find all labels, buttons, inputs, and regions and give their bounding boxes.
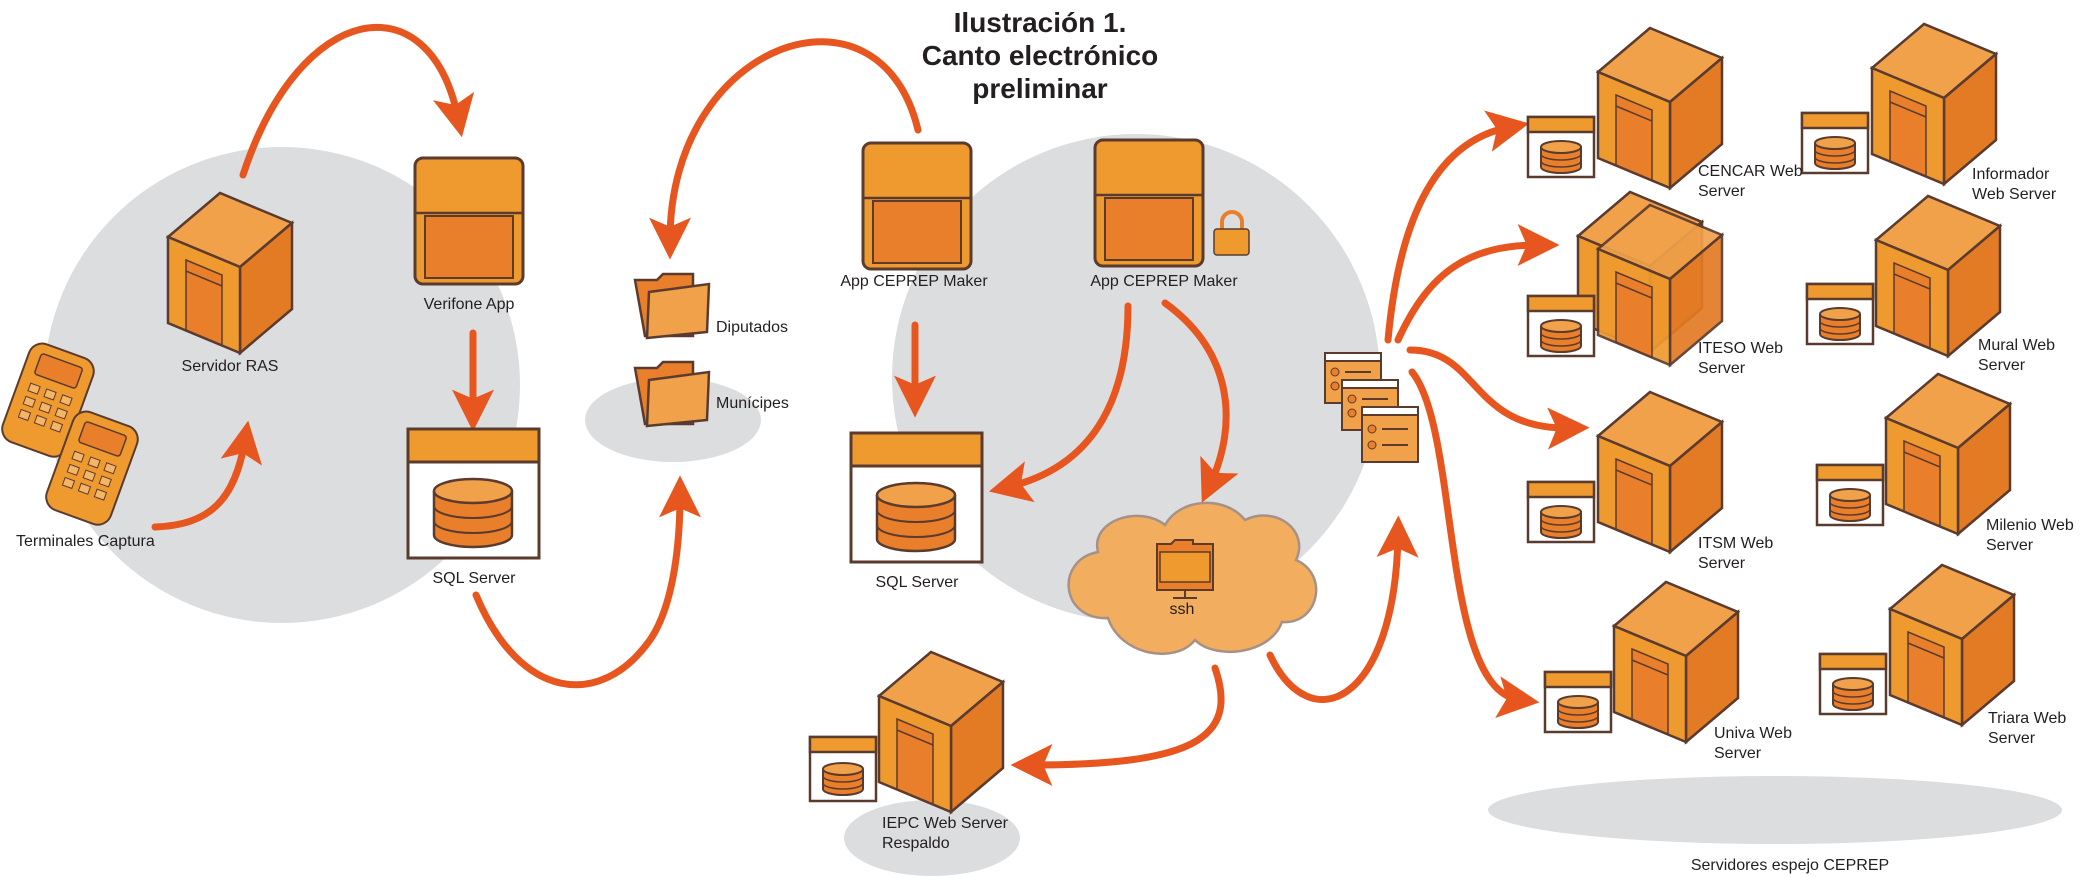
title-line-1: Ilustración 1. bbox=[953, 7, 1127, 38]
servers bbox=[165, 22, 2017, 815]
label-univa-line-2: Server bbox=[1714, 745, 1762, 762]
server-icon-iepc bbox=[876, 650, 1006, 815]
label-univa-line-1: Univa Web bbox=[1714, 725, 1792, 742]
label-mural-line-2: Server bbox=[1978, 357, 2026, 374]
database-icon-iteso bbox=[1526, 294, 1596, 358]
label-itsm-line-1: ITSM Web bbox=[1698, 535, 1774, 552]
label-informador-line-2: Web Server bbox=[1972, 186, 2057, 203]
title-line-2: Canto electrónico bbox=[921, 40, 1159, 71]
label-mural: Mural Web Server bbox=[1978, 336, 2055, 376]
label-itsm: ITSM Web Server bbox=[1698, 534, 1773, 574]
application-window-icon-verifone bbox=[413, 156, 525, 286]
arrow-docs-to-itsm bbox=[1406, 346, 1590, 450]
folder-icon-diputados bbox=[633, 272, 711, 340]
server-icon-cencar bbox=[1595, 26, 1725, 191]
arrow-docs-to-univa bbox=[1408, 368, 1540, 718]
mirror-servers-zone bbox=[1488, 776, 2062, 844]
connection-arrows bbox=[151, 23, 1590, 786]
label-cencar: CENCAR Web Server bbox=[1698, 162, 1803, 202]
label-app-maker-2: App CEPREP Maker bbox=[1090, 273, 1238, 290]
label-ssh: ssh bbox=[1169, 601, 1195, 618]
folder-icon-municipes bbox=[633, 360, 711, 428]
label-app-maker-1: App CEPREP Maker bbox=[840, 273, 988, 290]
label-cencar-line-1: CENCAR Web bbox=[1698, 163, 1803, 180]
arrow-maker2-to-ssh bbox=[1161, 299, 1239, 503]
label-servidor-ras: Servidor RAS bbox=[181, 358, 279, 375]
server-icon-mural bbox=[1873, 194, 2003, 359]
database-icon-mural bbox=[1805, 282, 1875, 346]
server-icon-informador bbox=[1869, 22, 1999, 187]
label-sql-server-1: SQL Server bbox=[432, 570, 516, 587]
database-icon bbox=[432, 477, 514, 549]
arrow-terminals-to-ras bbox=[151, 420, 263, 531]
label-triara-line-2: Server bbox=[1988, 730, 2036, 747]
document-stack-icon bbox=[1324, 352, 1419, 463]
label-iepc: IEPC Web Server Respaldo bbox=[882, 814, 1008, 854]
arrow-sql-to-folders bbox=[472, 475, 701, 689]
server-icon-univa bbox=[1611, 580, 1741, 745]
label-servidores-espejo: Servidores espejo CEPREP bbox=[1690, 857, 1890, 874]
database-window-icons bbox=[808, 111, 1888, 803]
ssh-terminal-icon bbox=[1156, 539, 1214, 599]
sql-server-window-2 bbox=[849, 431, 984, 564]
label-iteso-line-2: Server bbox=[1698, 360, 1746, 377]
server-icon-triara bbox=[1887, 563, 2017, 728]
label-iteso-line-1: ITESO Web bbox=[1698, 340, 1784, 357]
server-icon-itsm bbox=[1595, 390, 1725, 555]
arrow-maker2-to-sql bbox=[988, 302, 1132, 503]
label-sql-server-2: SQL Server bbox=[875, 574, 959, 591]
diagram-title: Ilustración 1. Canto electrónico prelimi… bbox=[922, 6, 1158, 105]
label-mural-line-1: Mural Web bbox=[1978, 337, 2056, 354]
label-triara-line-1: Triara Web bbox=[1988, 710, 2067, 727]
arrow-ras-to-verifone bbox=[239, 23, 475, 179]
label-milenio-line-2: Server bbox=[1986, 537, 2034, 554]
label-cencar-line-2: Server bbox=[1698, 183, 1746, 200]
database-icon-cencar bbox=[1526, 115, 1596, 179]
label-itsm-line-2: Server bbox=[1698, 555, 1746, 572]
label-iepc-line-2: Respaldo bbox=[882, 835, 950, 852]
application-window-icon-maker-1 bbox=[861, 141, 973, 271]
payment-terminal-icon bbox=[1, 342, 139, 526]
database-icon-univa bbox=[1543, 670, 1613, 734]
title-line-3: preliminar bbox=[972, 73, 1108, 104]
arrow-maker-to-folders bbox=[649, 38, 922, 260]
arrow-ssh-to-documents bbox=[1266, 515, 1419, 703]
database-icon-itsm bbox=[1526, 480, 1596, 544]
label-informador-line-1: Informador bbox=[1972, 166, 2050, 183]
label-univa: Univa Web Server bbox=[1714, 724, 1792, 764]
database-icon bbox=[875, 481, 957, 553]
application-window-icon-maker-2 bbox=[1093, 138, 1205, 268]
arrow-docs-to-cencar bbox=[1384, 110, 1530, 344]
sql-server-window-1 bbox=[406, 427, 541, 560]
database-icon-milenio bbox=[1815, 463, 1885, 527]
server-icon-ras bbox=[165, 191, 295, 356]
server-icon-milenio bbox=[1883, 372, 2013, 537]
server-icon-iteso bbox=[1595, 203, 1725, 368]
arrow-docs-to-iteso bbox=[1394, 224, 1560, 344]
database-icon-informador bbox=[1800, 111, 1870, 175]
label-verifone: Verifone App bbox=[423, 296, 515, 313]
label-milenio-line-1: Milenio Web bbox=[1986, 517, 2074, 534]
database-icon-triara bbox=[1818, 652, 1888, 716]
lock-icon bbox=[1213, 210, 1250, 256]
database-icon-iepc bbox=[808, 735, 878, 803]
label-informador: Informador Web Server bbox=[1972, 165, 2056, 205]
ras-zone bbox=[44, 147, 520, 623]
label-iteso: ITESO Web Server bbox=[1698, 339, 1783, 379]
label-municipes: Munícipes bbox=[716, 395, 789, 412]
label-diputados: Diputados bbox=[716, 319, 789, 336]
label-terminales: Terminales Captura bbox=[16, 533, 155, 550]
arrow-ssh-to-iepc bbox=[1010, 664, 1225, 786]
iepc-zone bbox=[844, 800, 1020, 876]
label-triara: Triara Web Server bbox=[1988, 709, 2066, 749]
label-iepc-line-1: IEPC Web Server bbox=[882, 815, 1008, 832]
label-milenio: Milenio Web Server bbox=[1986, 516, 2074, 556]
